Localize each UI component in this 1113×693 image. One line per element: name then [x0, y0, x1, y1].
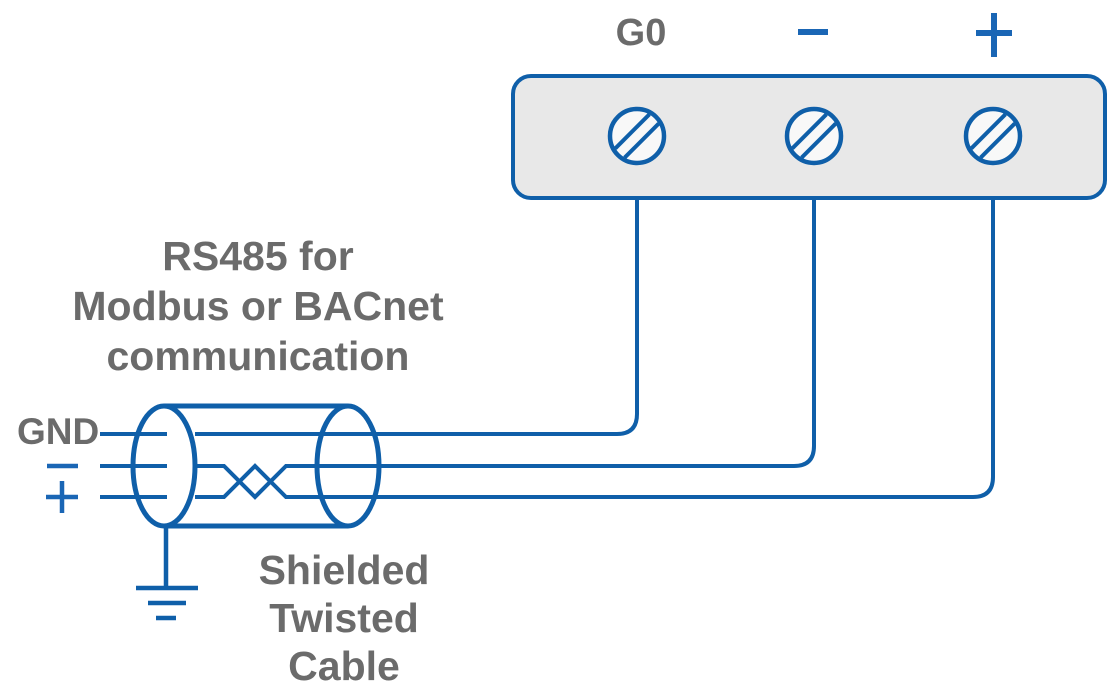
- cable-label-gnd: GND: [17, 411, 99, 452]
- wire-plus: [100, 198, 995, 499]
- cable-annotation: Shielded Twisted Cable: [259, 547, 430, 689]
- terminal-label-g0: G0: [616, 12, 667, 54]
- ground-bars: [136, 585, 198, 621]
- rs485-annotation-line1: RS485 for: [162, 233, 353, 279]
- screw-terminal-minus: [787, 109, 841, 163]
- screw-terminal-g0: [610, 109, 664, 163]
- cable-plus-icon: [46, 481, 78, 513]
- cable-shield-right-ellipse: [314, 403, 382, 529]
- rs485-annotation-line2: Modbus or BACnet: [72, 283, 444, 329]
- wire-gnd-to-g0: [100, 198, 639, 436]
- ground-symbol: [136, 526, 198, 621]
- terminal-plus-icon: [976, 13, 1012, 57]
- screw-terminal-plus: [966, 109, 1020, 163]
- cable-annotation-line2: Twisted: [269, 595, 419, 641]
- rs485-annotation: RS485 for Modbus or BACnet communication: [72, 233, 444, 379]
- cable-annotation-line3: Cable: [288, 643, 400, 689]
- rs485-annotation-line3: communication: [107, 333, 410, 379]
- cable-annotation-line1: Shielded: [259, 547, 430, 593]
